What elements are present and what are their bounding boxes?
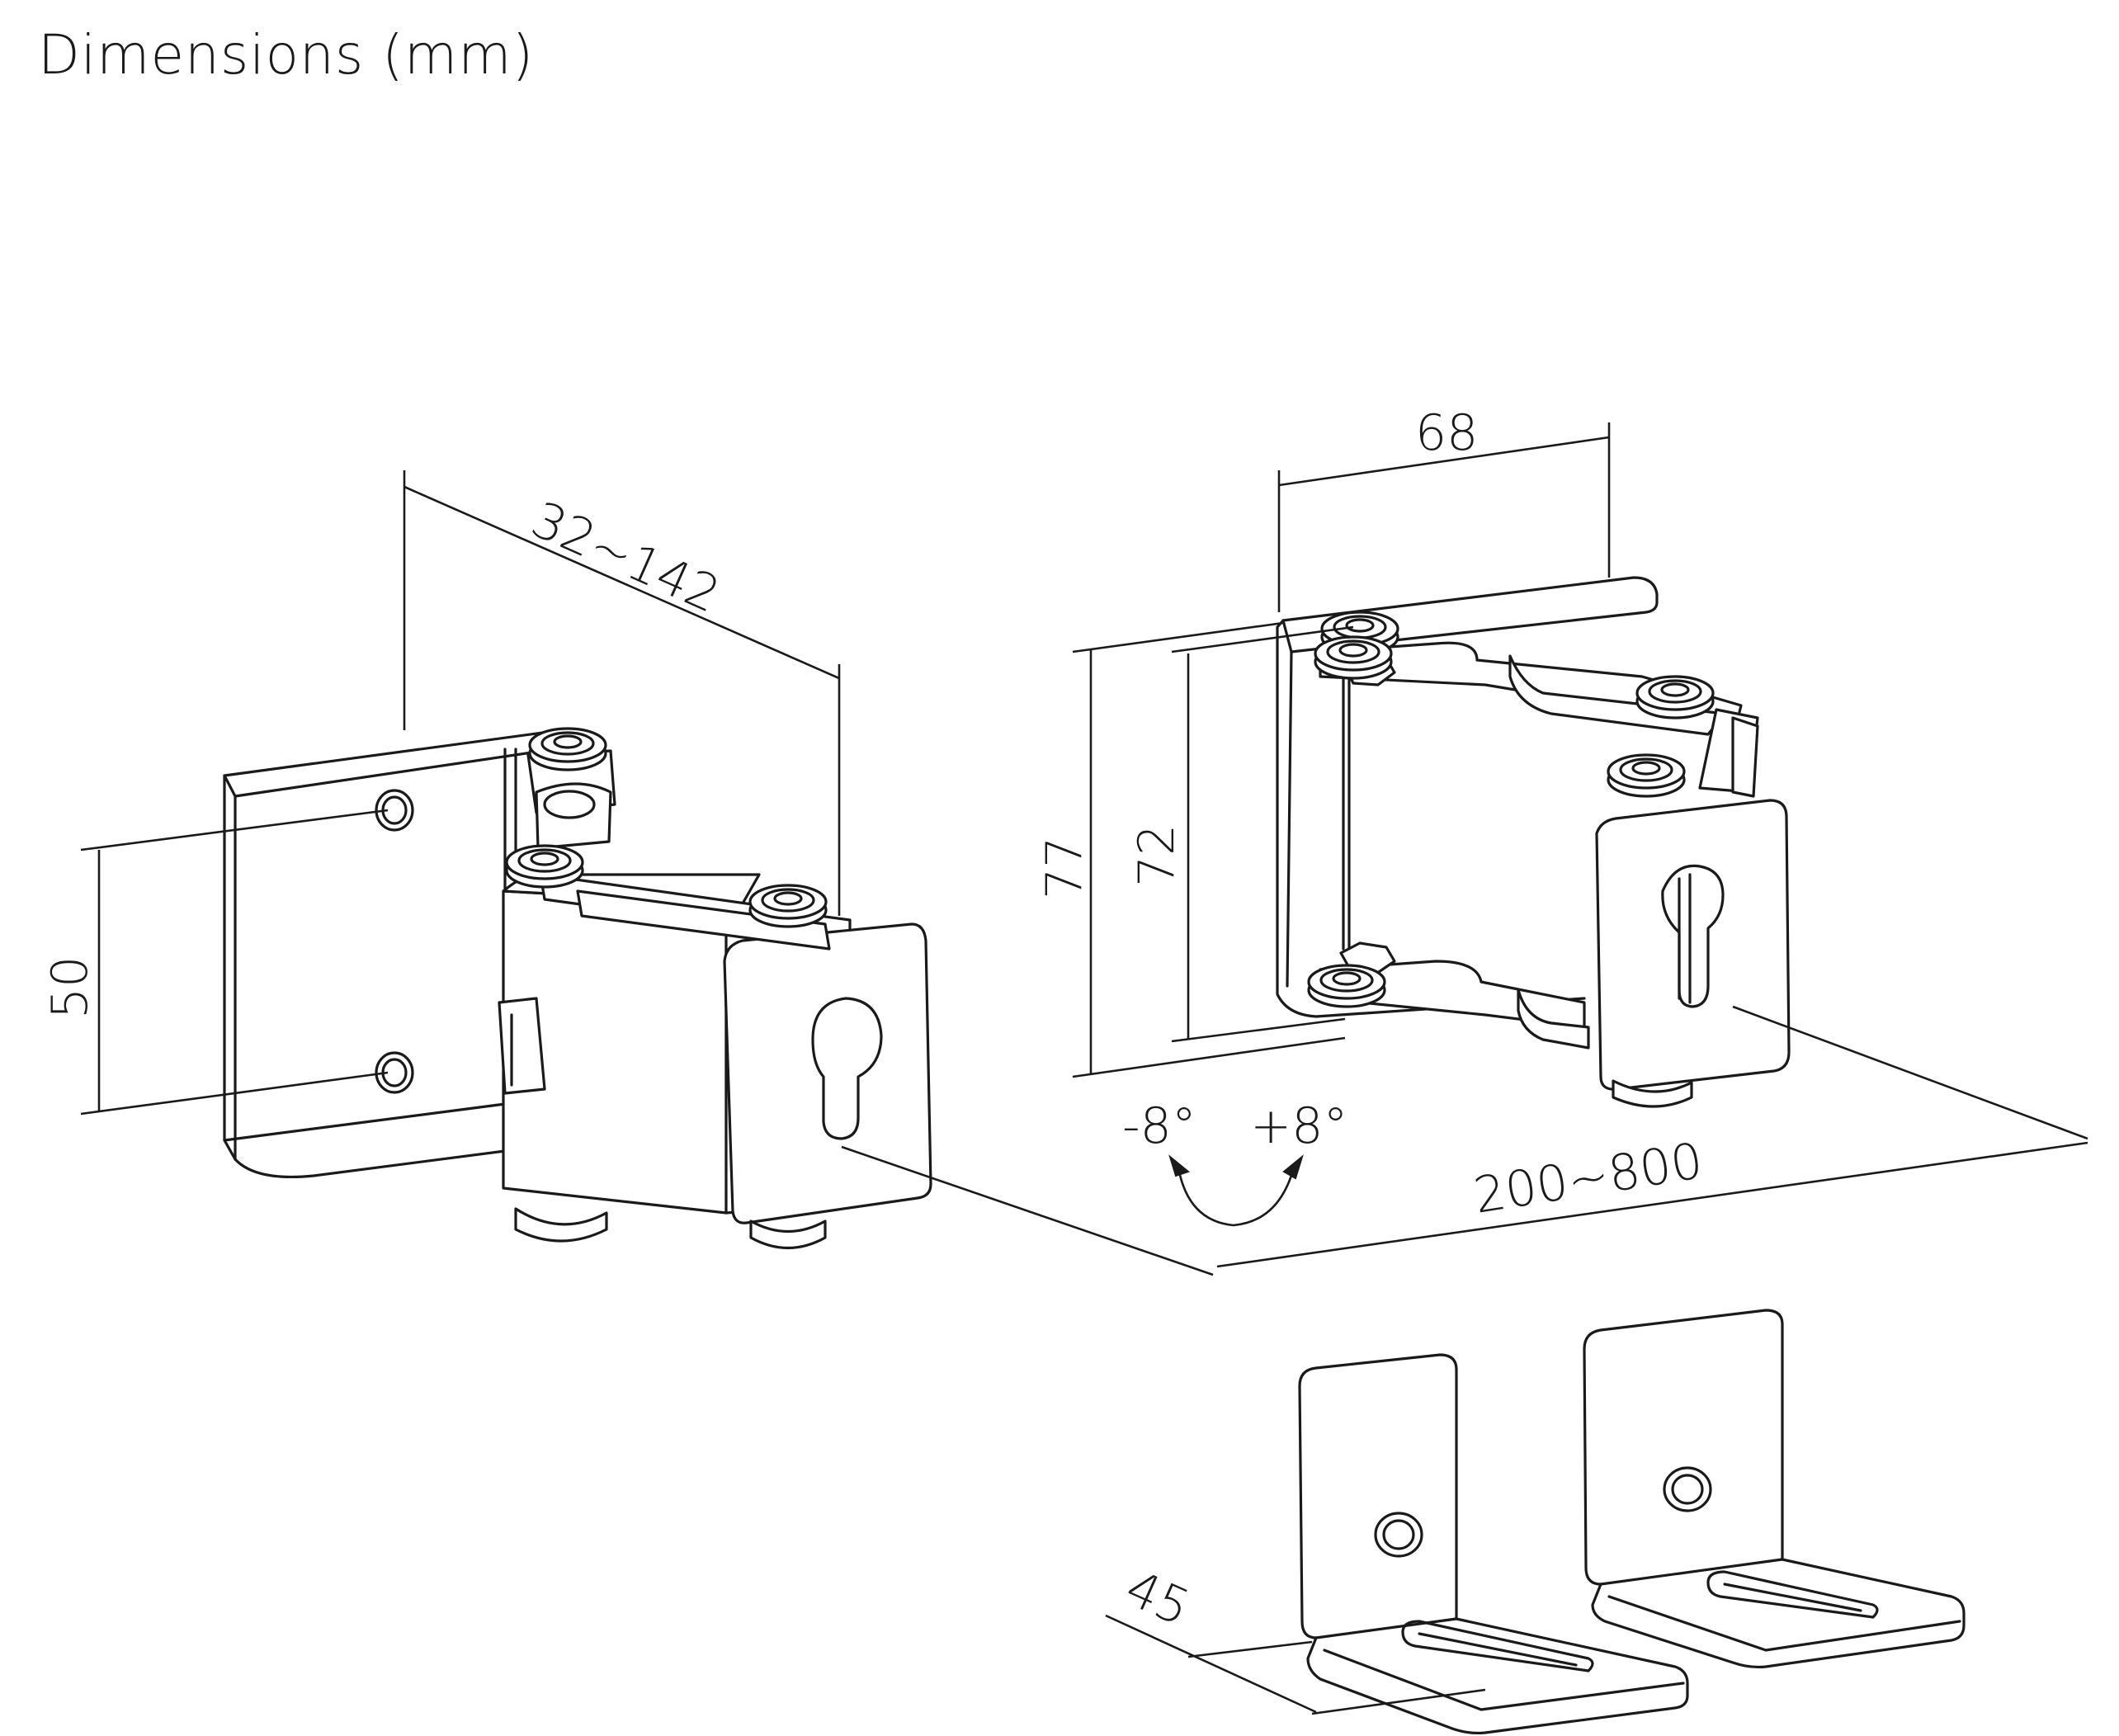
dim-foot-depth <box>1105 1614 1486 1715</box>
dim-depth <box>403 470 841 916</box>
dim-spacing-label: 200~800 <box>1470 1132 1706 1225</box>
tilt-plus-label: +8° <box>1250 1097 1347 1155</box>
dim-height-inner-label: 72 <box>1128 824 1186 887</box>
dim-height-inner <box>1171 625 1354 1043</box>
dim-depth-label: 32~142 <box>523 491 729 625</box>
dim-height-left-label: 50 <box>41 956 99 1019</box>
dim-height-outer <box>1072 621 1346 1078</box>
dim-spacing <box>841 1005 2088 1276</box>
tilt-minus-label: -8° <box>1122 1097 1196 1155</box>
foot-bracket-right <box>1583 1309 1966 1669</box>
dim-height-outer-label: 77 <box>1036 837 1093 899</box>
dim-width-top-label: 68 <box>1415 404 1478 462</box>
foot-bracket-left <box>1298 1353 1689 1735</box>
page-title: Dimensions (mm) <box>38 23 535 87</box>
dim-width-top <box>1277 422 1611 612</box>
left-bracket <box>223 727 932 1250</box>
tilt-arc-icon <box>1168 1154 1304 1227</box>
dim-height-left <box>80 809 389 1116</box>
right-bracket <box>1276 576 1791 1108</box>
